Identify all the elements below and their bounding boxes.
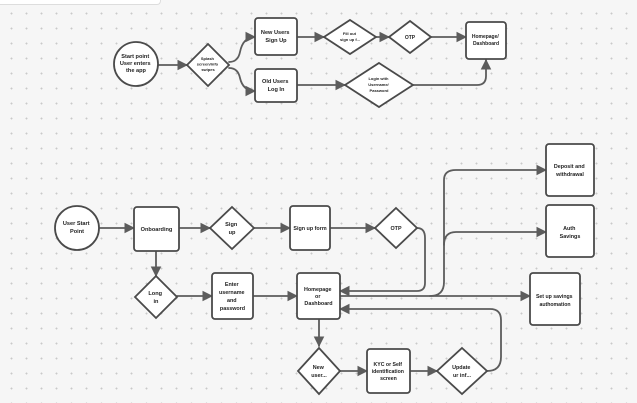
decision-otp-1[interactable]: OTP [387, 19, 433, 55]
node-shape [296, 272, 341, 320]
node-old-users-log-in[interactable]: Old Users Log In [254, 68, 298, 103]
top-toolbar-edge [0, 0, 161, 5]
connector [228, 31, 257, 63]
connector [338, 227, 426, 297]
node-shape [343, 61, 415, 109]
decision-update-info[interactable]: Update ur inf... [435, 346, 489, 396]
node-label: Splash screen/info swipes [197, 56, 219, 72]
node-shape [254, 17, 298, 56]
node-label: Login with Username/ Password [368, 76, 390, 93]
node-label: OTP [405, 35, 416, 41]
node-label: Homepage or Dashboard [304, 287, 333, 307]
node-homepage-dashboard-2[interactable]: Homepage or Dashboard [296, 272, 341, 320]
node-label: Sign up form [293, 226, 326, 232]
node-shape [208, 205, 256, 251]
node-label: Deposit and withdrawal [554, 164, 586, 178]
node-label: Long in [148, 291, 163, 305]
node-shape [254, 68, 298, 103]
node-label: Old Users Log In [262, 79, 290, 93]
node-label: New user... [311, 365, 327, 379]
node-label: Onboarding [141, 227, 173, 233]
node-label: User Start Point [63, 221, 91, 235]
node-shape [545, 143, 595, 197]
decision-new-user[interactable]: New user... [296, 346, 342, 396]
node-label: Fill out sign up f... [340, 31, 360, 42]
node-new-users-sign-up[interactable]: New Users Sign Up [254, 17, 298, 56]
node-shape [435, 346, 489, 396]
node-shape [373, 206, 419, 250]
node-shape [185, 42, 231, 88]
node-shape [322, 18, 378, 56]
node-shape [296, 346, 342, 396]
node-start-point[interactable]: Start point User enters the app [113, 41, 159, 87]
node-shape [289, 205, 331, 251]
node-kyc-identification[interactable]: KYC or Self identification screen [366, 348, 411, 394]
node-auth-savings[interactable]: Auth Savings [545, 204, 595, 258]
node-label: New Users Sign Up [261, 30, 291, 44]
node-homepage-dashboard-1[interactable]: Homepage/ Dashboard [465, 21, 507, 60]
node-shape [113, 41, 159, 87]
decision-sign-up[interactable]: Sign up [208, 205, 256, 251]
node-shape [133, 274, 179, 320]
connector [429, 164, 548, 297]
node-label: KYC or Self identification screen [372, 362, 406, 382]
node-deposit-withdrawal[interactable]: Deposit and withdrawal [545, 143, 595, 197]
node-label: Sign up [225, 222, 239, 236]
flow2-connectors [98, 164, 548, 377]
connector [443, 226, 548, 246]
node-shape [387, 19, 433, 55]
node-shape [133, 206, 180, 252]
node-sign-up-form[interactable]: Sign up form [289, 205, 331, 251]
node-onboarding[interactable]: Onboarding [133, 206, 180, 252]
node-shape [529, 272, 581, 326]
node-user-start-point[interactable]: User Start Point [54, 205, 100, 251]
decision-fill-sign-up[interactable]: Fill out sign up f... [322, 18, 378, 56]
node-set-up-savings-automation[interactable]: Set up savings authomation [529, 272, 581, 326]
node-label: OTP [390, 226, 401, 232]
connector [228, 67, 257, 97]
node-shape [366, 348, 411, 394]
node-shape [54, 205, 100, 251]
decision-log-in[interactable]: Long in [133, 274, 179, 320]
node-label: Auth Savings [560, 226, 581, 240]
decision-splash-screen[interactable]: Splash screen/info swipes [185, 42, 231, 88]
node-shape [465, 21, 507, 60]
node-label: Start point User enters the app [120, 54, 152, 74]
connector [412, 58, 492, 86]
node-shape [211, 272, 254, 320]
decision-otp-2[interactable]: OTP [373, 206, 419, 250]
node-enter-username-password[interactable]: Enter username and password [211, 272, 254, 320]
node-label: Homepage/ Dashboard [472, 34, 500, 47]
node-shape [545, 204, 595, 258]
node-label: Set up savings authomation [536, 294, 574, 308]
decision-login-with-credentials[interactable]: Login with Username/ Password [343, 61, 415, 109]
node-label: Update ur inf... [452, 365, 472, 379]
flow1-connectors [157, 31, 492, 97]
node-label: Enter username and password [219, 282, 246, 312]
connector [338, 303, 502, 372]
